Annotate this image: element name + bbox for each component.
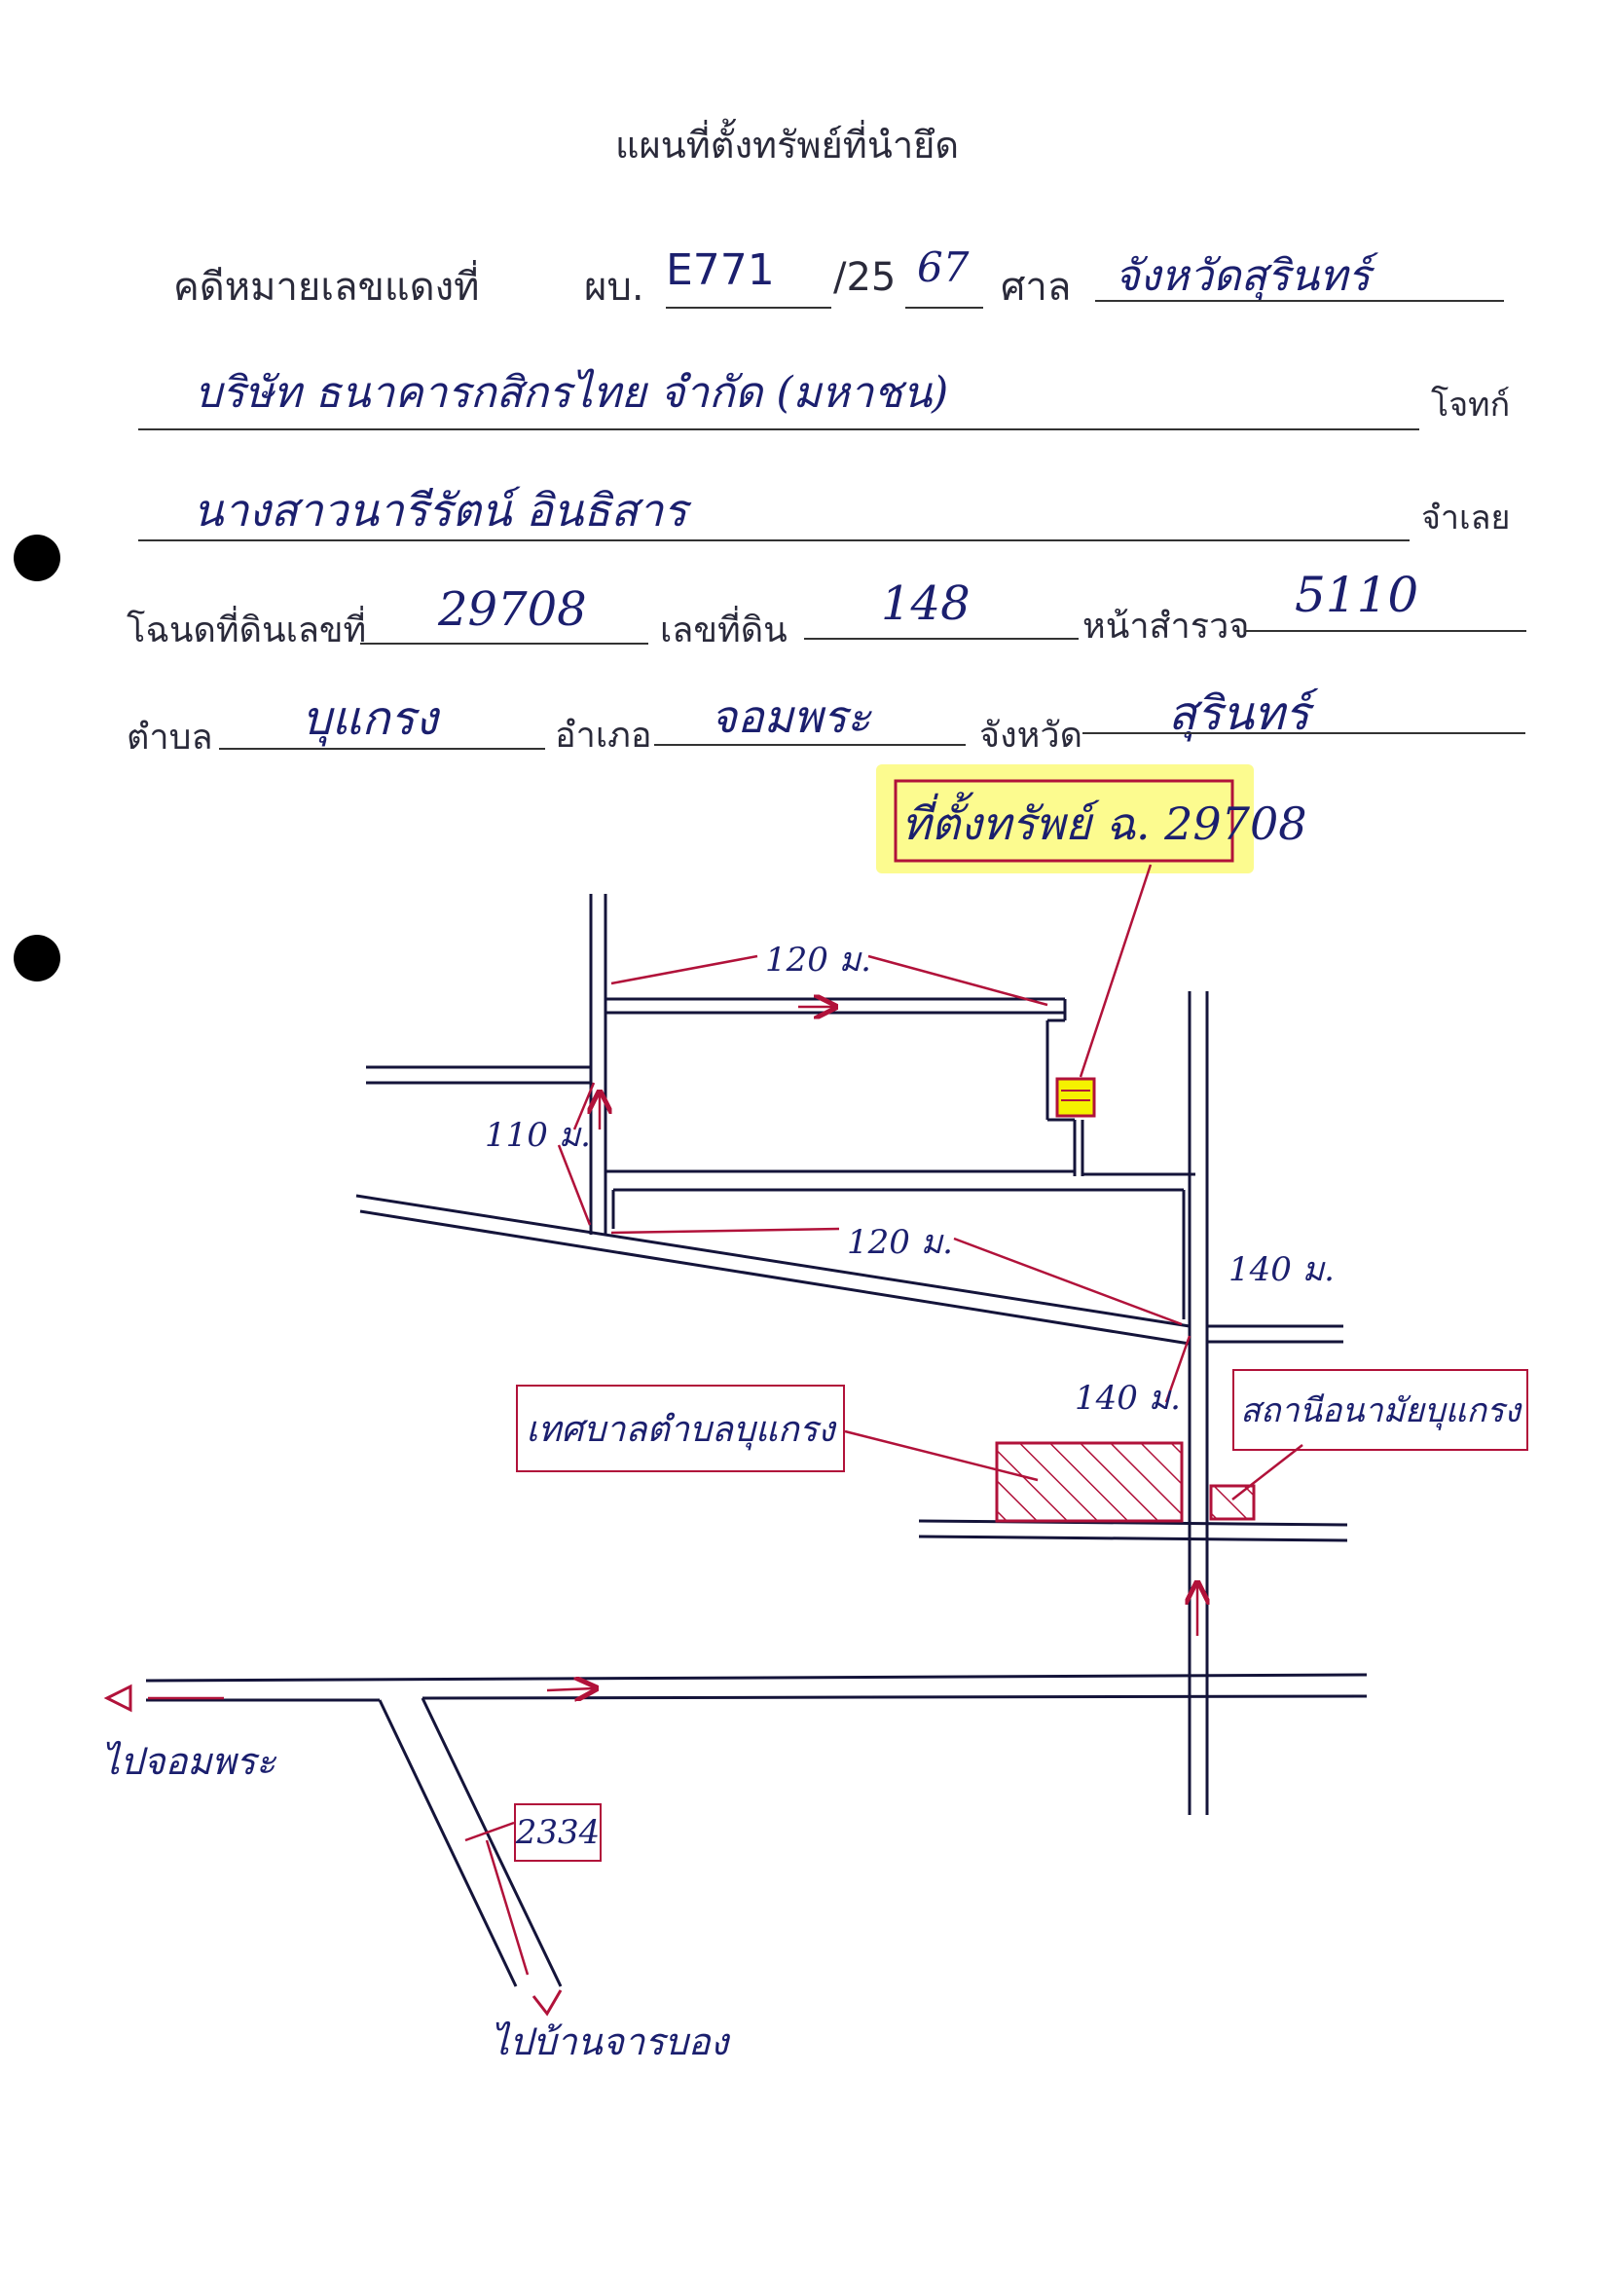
- punch-hole-top: [14, 535, 60, 581]
- distance-right-label: 140 ม.: [1228, 1250, 1335, 1289]
- punch-hole-bottom: [14, 935, 60, 981]
- subdistrict-label: ตำบล: [127, 718, 213, 758]
- to-jomphra-label: ไปจอมพระ: [101, 1740, 276, 1783]
- court-line: [1095, 300, 1504, 302]
- road-right-stubs: [1207, 1324, 1343, 1344]
- case-number: E771: [666, 245, 775, 295]
- arrow-west: [103, 1684, 132, 1713]
- case-number-line: [666, 307, 831, 309]
- distance-lower-label: 140 ม.: [1075, 1379, 1181, 1418]
- plaintiff-label: โจทก์: [1431, 386, 1511, 425]
- page-title: แผนที่ตั้งทรัพย์ที่นำยึด: [615, 124, 960, 167]
- road-municipal: [918, 1519, 1348, 1542]
- distance-top-label: 120 ม.: [765, 941, 871, 980]
- municipal-office-area: [995, 1441, 1184, 1523]
- road-diagonal: [355, 1194, 1191, 1346]
- court-value: จังหวัดสุรินทร์: [1115, 251, 1371, 301]
- road-number-box: 2334: [514, 1803, 602, 1862]
- case-prefix: ผบ.: [584, 265, 644, 310]
- defendant-label: จำเลย: [1421, 499, 1511, 537]
- road-vertical-left: [589, 894, 607, 1235]
- property-highlight: [876, 764, 1254, 873]
- year-prefix: /25: [833, 255, 897, 300]
- road-to-village: [378, 1697, 563, 1987]
- municipal-office-label: เทศบาลตำบลบุแกรง: [526, 1409, 835, 1450]
- land-no-value: 148: [881, 576, 971, 631]
- subdistrict-line: [219, 748, 545, 750]
- road-stub-left: [366, 1065, 591, 1085]
- municipal-office-box: เทศบาลตำบลบุแกรง: [516, 1385, 845, 1472]
- plaintiff-value: บริษัท ธนาคารกสิกรไทย จำกัด (มหาชน): [195, 368, 949, 418]
- province-value: สุรินทร์: [1168, 686, 1310, 741]
- district-label: อำเภอ: [555, 716, 652, 756]
- district-line: [654, 744, 966, 746]
- distance-middle-label: 120 ม.: [847, 1223, 953, 1262]
- deed-value: 29708: [438, 582, 587, 637]
- parcel-block: [605, 997, 1195, 1176]
- defendant-value: นางสาวนารีรัตน์ อินธิสาร: [193, 484, 687, 537]
- survey-line: [1244, 630, 1526, 632]
- province-line: [1082, 732, 1525, 734]
- subdistrict-value: บุแกรง: [302, 691, 438, 746]
- road-number-label: 2334: [515, 1813, 601, 1852]
- distance-left-label: 110 ม.: [485, 1116, 591, 1155]
- plaintiff-line: [138, 428, 1419, 430]
- property-label: ที่ตั้งทรัพย์ ฉ. 29708: [901, 797, 1307, 850]
- parcel-lower: [611, 1188, 1186, 1319]
- case-label: คดีหมายเลขแดงที่: [173, 265, 480, 310]
- health-station-area: [1209, 1484, 1256, 1521]
- road-highway: [145, 1673, 1368, 1702]
- deed-label: โฉนดที่ดินเลขที่: [127, 611, 367, 650]
- deed-line: [360, 643, 648, 645]
- survey-label: หน้าสำรวจ: [1082, 607, 1250, 647]
- district-value: จอมพระ: [711, 690, 871, 743]
- property-box: [894, 779, 1234, 863]
- land-no-label: เลขที่ดิน: [660, 611, 788, 650]
- health-station-box: สถานีอนามัยบุแกรง: [1232, 1369, 1528, 1451]
- health-station-label: สถานีอนามัยบุแกรง: [1240, 1391, 1521, 1430]
- court-label: ศาล: [1001, 265, 1072, 310]
- defendant-line: [138, 539, 1410, 541]
- property-marker: [1055, 1077, 1096, 1118]
- year-line: [905, 307, 983, 309]
- year-suffix: 67: [917, 243, 970, 291]
- arrow-south: [532, 1989, 563, 2017]
- direction-arrows: [546, 1007, 1197, 1690]
- leader-lines: [148, 864, 1303, 1976]
- road-vertical-right: [1188, 991, 1209, 1815]
- to-village-label: ไปบ้านจารบอง: [491, 2020, 729, 2063]
- survey-value: 5110: [1295, 567, 1419, 623]
- land-no-line: [804, 638, 1079, 640]
- province-label: จังหวัด: [979, 716, 1082, 756]
